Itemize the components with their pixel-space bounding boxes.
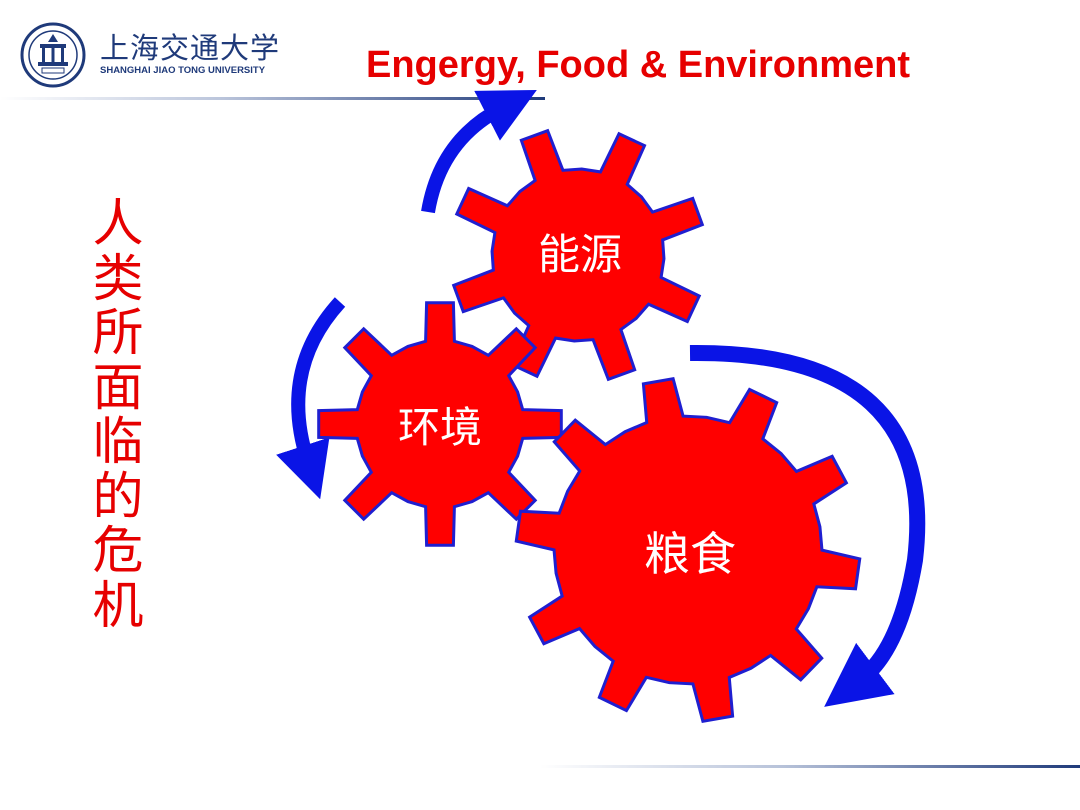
- cycle-arrow-top: [421, 90, 537, 214]
- university-logo: 上海交通大学 SHANGHAI JIAO TONG UNIVERSITY: [20, 22, 279, 90]
- cycle-arrow-right: [689, 344, 926, 707]
- cycle-arrow-left: [276, 297, 346, 500]
- gear-energy-shape: [451, 128, 705, 382]
- gear-energy-label: 能源: [538, 230, 622, 279]
- university-name-cn: 上海交通大学: [100, 31, 281, 65]
- gear-environment-label: 环境: [398, 403, 482, 452]
- footer-divider: [540, 765, 1080, 768]
- caption-char: 类: [92, 249, 144, 309]
- caption-char: 临: [92, 413, 144, 472]
- gear-food: [514, 376, 862, 724]
- caption-char: 面: [92, 358, 144, 418]
- gear-food-shape: [514, 376, 862, 724]
- header-divider: [0, 97, 545, 100]
- caption-char: 所: [92, 304, 144, 363]
- caption-char: 人: [92, 195, 144, 254]
- caption-char: 的: [92, 467, 144, 527]
- slide-title: Engergy, Food & Environment: [366, 44, 910, 86]
- gear-energy: [451, 128, 705, 382]
- gear-food-label: 粮食: [644, 527, 736, 581]
- vertical-caption: 人 类 所 面 临 的 危 机: [88, 195, 148, 636]
- caption-char: 危: [92, 522, 144, 581]
- university-seal-icon: [20, 22, 86, 88]
- caption-char: 机: [92, 576, 144, 636]
- university-name-en: SHANGHAI JIAO TONG UNIVERSITY: [100, 65, 266, 76]
